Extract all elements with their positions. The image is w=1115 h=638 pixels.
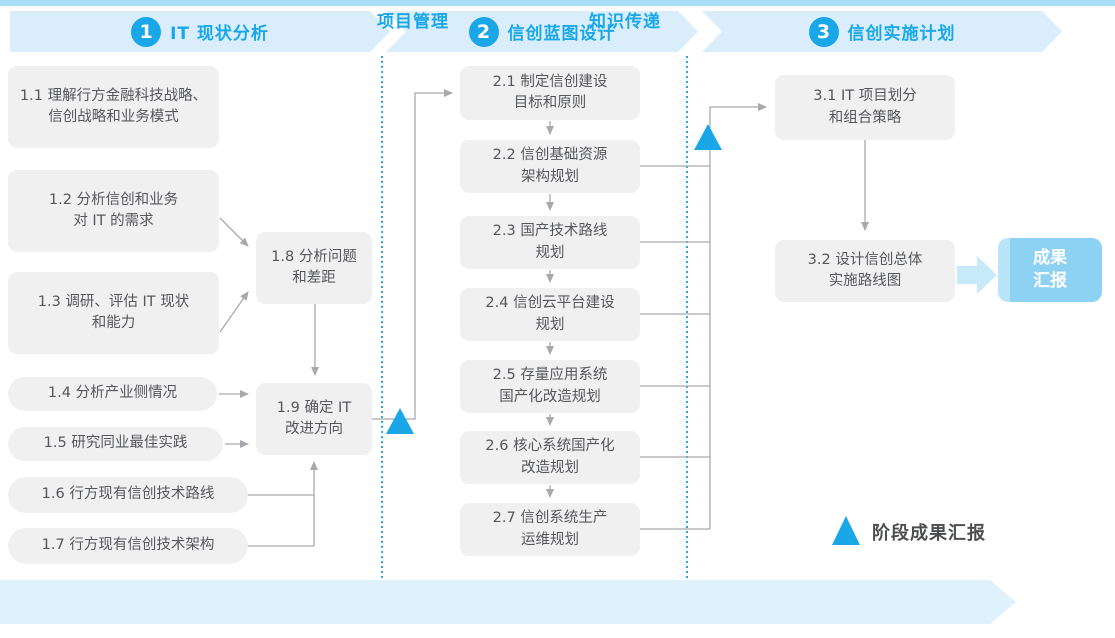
bottom-label-project-management: 项目管理 xyxy=(377,12,449,32)
task-box-1-4: 1.4 分析产业侧情况 xyxy=(8,377,217,411)
task-box-2-2: 2.2 信创基础资源 架构规划 xyxy=(460,140,640,193)
phase-title: 信创蓝图设计 xyxy=(507,24,616,44)
phase-banner-2: 2 信创蓝图设计 xyxy=(386,11,698,52)
result-report-box: 成果 汇报 xyxy=(998,238,1102,302)
task-box-1-2: 1.2 分析信创和业务 对 IT 的需求 xyxy=(8,170,219,252)
top-accent-strip xyxy=(0,0,1115,6)
task-box-1-7: 1.7 行方现有信创技术架构 xyxy=(8,528,248,564)
phase-number-badge: 1 xyxy=(131,17,161,47)
phase-number-badge: 2 xyxy=(469,17,499,47)
task-box-2-5: 2.5 存量应用系统 国产化改造规划 xyxy=(460,360,640,413)
task-box-2-3: 2.3 国产技术路线 规划 xyxy=(460,216,640,269)
task-box-3-1: 3.1 IT 项目划分 和组合策略 xyxy=(775,75,955,140)
task-box-2-6: 2.6 核心系统国产化 改造规划 xyxy=(460,431,640,484)
phase-number-badge: 3 xyxy=(809,17,839,47)
phase-separator-2-3 xyxy=(686,56,688,578)
phase-separator-1-2 xyxy=(381,56,383,578)
legend-triangle-icon xyxy=(832,516,860,545)
task-box-1-5: 1.5 研究同业最佳实践 xyxy=(8,427,223,461)
phase-banner-1: 1 IT 现状分析 xyxy=(10,11,390,52)
gray-connectors xyxy=(219,89,869,547)
bottom-banner xyxy=(0,580,1016,624)
task-box-1-6: 1.6 行方现有信创技术路线 xyxy=(8,477,248,513)
bottom-label-knowledge-transfer: 知识传递 xyxy=(589,12,661,32)
milestone-triangle-phase2 xyxy=(694,124,722,150)
thick-arrow-to-result xyxy=(957,256,997,294)
phase-title: 信创实施计划 xyxy=(847,24,956,44)
phase-title: IT 现状分析 xyxy=(170,24,269,44)
milestone-triangle-phase1 xyxy=(386,408,414,434)
task-box-2-4: 2.4 信创云平台建设 规划 xyxy=(460,288,640,341)
task-box-2-1: 2.1 制定信创建设 目标和原则 xyxy=(460,66,640,120)
phase-banner-3: 3 信创实施计划 xyxy=(702,11,1062,52)
task-box-1-8: 1.8 分析问题 和差距 xyxy=(256,232,372,304)
task-box-1-3: 1.3 调研、评估 IT 现状 和能力 xyxy=(8,272,219,354)
task-box-1-9: 1.9 确定 IT 改进方向 xyxy=(256,383,372,455)
task-box-2-7: 2.7 信创系统生产 运维规划 xyxy=(460,503,640,556)
task-box-3-2: 3.2 设计信创总体 实施路线图 xyxy=(775,240,955,302)
task-box-1-1: 1.1 理解行方金融科技战略、 信创战略和业务模式 xyxy=(8,66,219,148)
legend-label: 阶段成果汇报 xyxy=(872,523,986,544)
milestone-triangles xyxy=(386,124,860,545)
